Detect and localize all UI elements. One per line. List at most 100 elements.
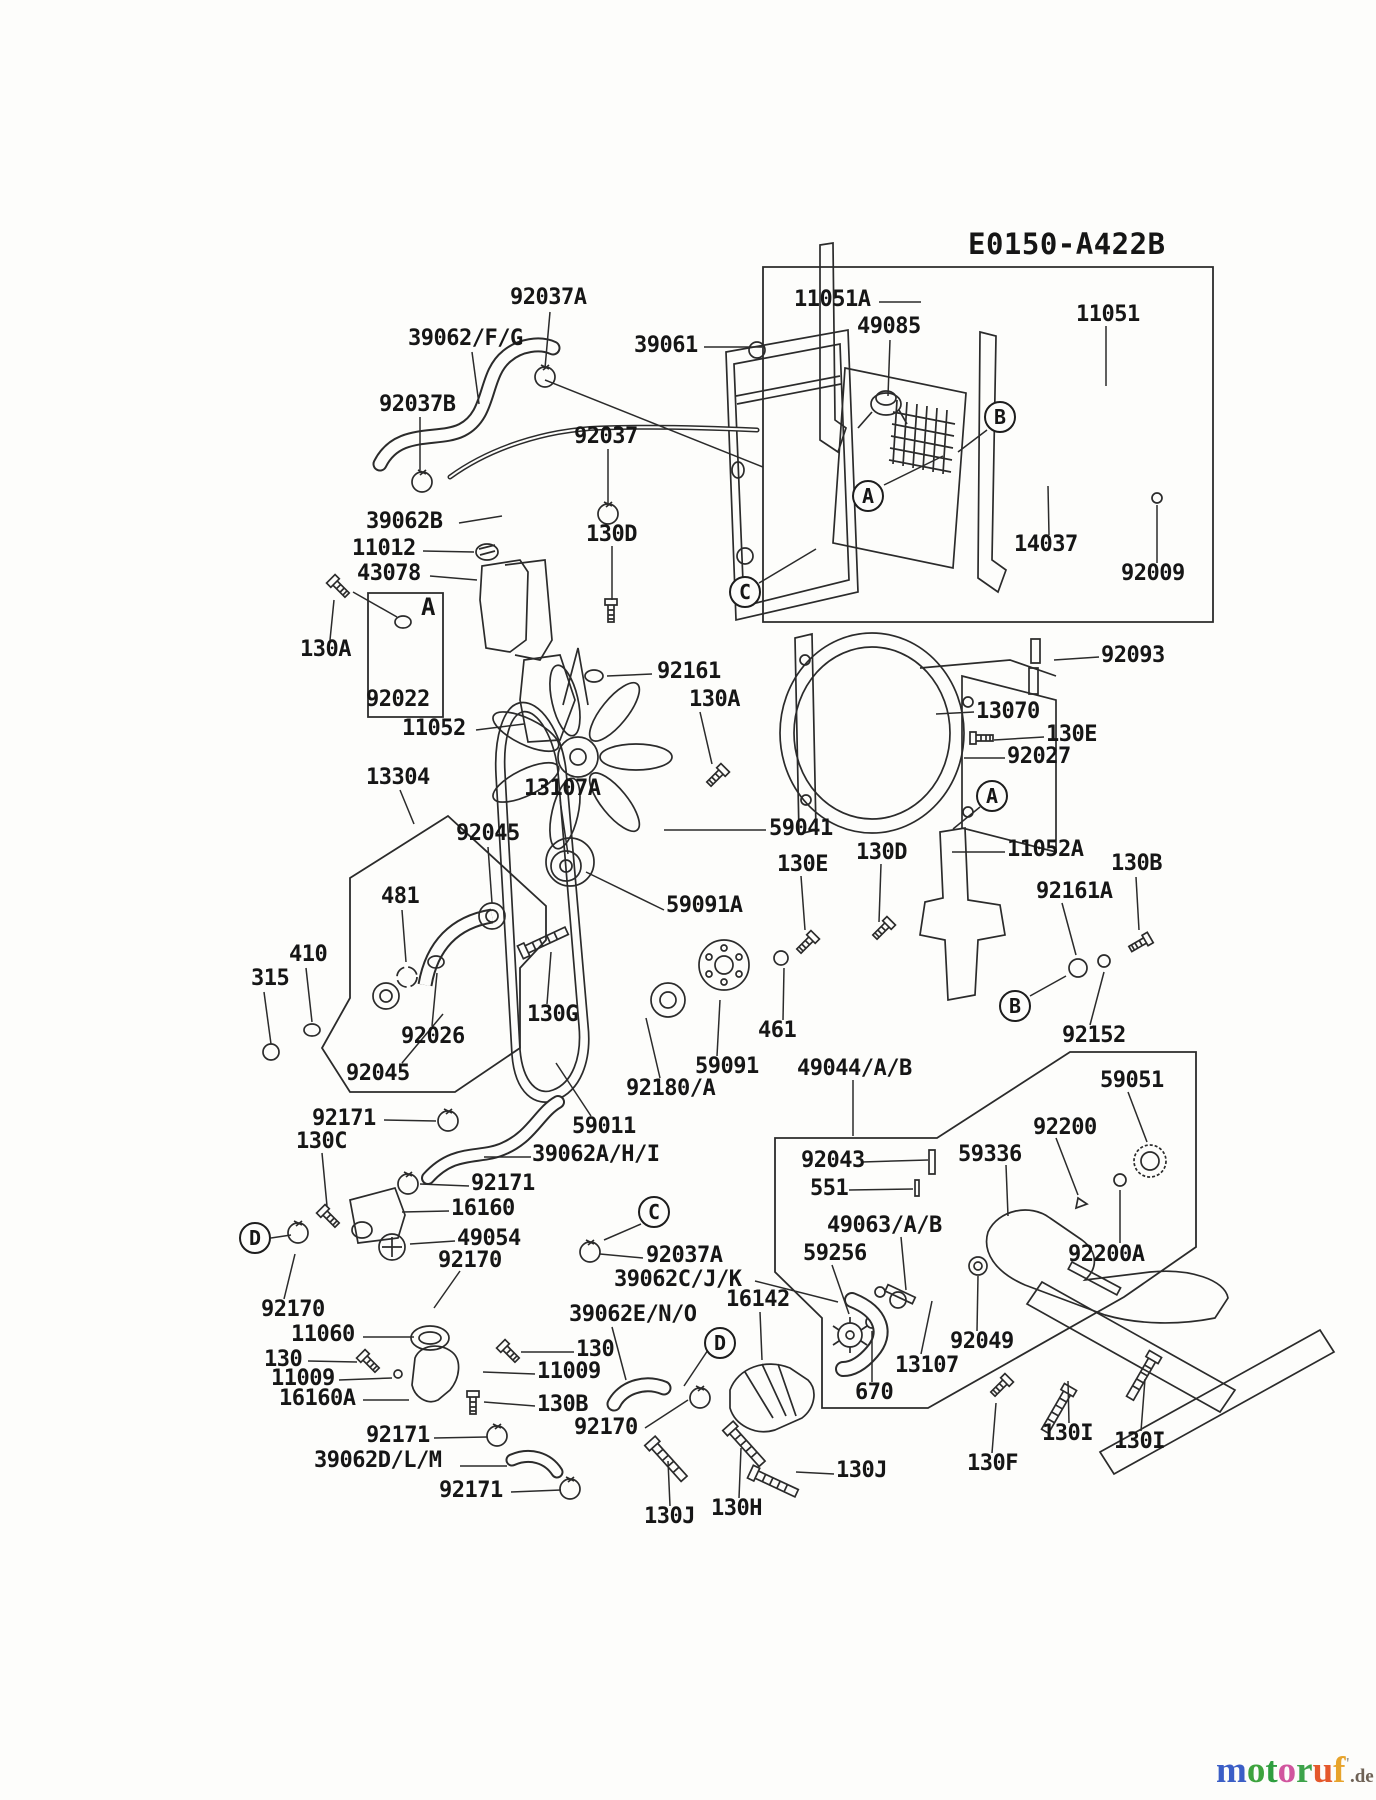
leader-lines bbox=[264, 302, 1157, 1506]
part-label-11060-54: 11060 bbox=[291, 1322, 355, 1347]
part-label-11009-62: 11009 bbox=[537, 1359, 601, 1384]
leader-line bbox=[330, 600, 334, 640]
part-label-39062a-h-i-46: 39062A/H/I bbox=[532, 1142, 660, 1167]
part-label-13107a-27: 13107A bbox=[524, 776, 601, 801]
fan-shaft-assembly-box bbox=[322, 816, 546, 1092]
leader-line bbox=[430, 576, 477, 580]
leader-line bbox=[1054, 657, 1099, 660]
bracket-11052a-drawing bbox=[585, 670, 1110, 1000]
part-label-14037-17: 14037 bbox=[1014, 532, 1078, 557]
part-label-11051a-4: 11051A bbox=[794, 287, 871, 312]
part-label-39062-f-g-2: 39062/F/G bbox=[408, 326, 523, 351]
bracket-11051 bbox=[978, 332, 1006, 592]
watermark-letter: o bbox=[1277, 1750, 1297, 1791]
part-label-670-80: 670 bbox=[855, 1380, 894, 1405]
part-label-59091a-35: 59091A bbox=[666, 893, 743, 918]
part-label-130-61: 130 bbox=[576, 1337, 615, 1362]
watermark-letter: m bbox=[1216, 1750, 1247, 1791]
part-label-11052-16: 11052 bbox=[402, 716, 466, 741]
leader-line bbox=[410, 1241, 455, 1244]
part-label-39062c-j-k-66: 39062C/J/K bbox=[614, 1267, 742, 1292]
radiator-drawing bbox=[726, 243, 1162, 694]
part-label-92045-33: 92045 bbox=[346, 1061, 410, 1086]
leader-line bbox=[607, 674, 652, 676]
callout-circle-b-4: B bbox=[999, 990, 1031, 1022]
leader-line bbox=[384, 1120, 436, 1121]
leader-line bbox=[560, 800, 568, 854]
leader-line bbox=[339, 1378, 392, 1380]
radiator-assembly-box bbox=[763, 267, 1213, 622]
watermark-letter: r bbox=[1296, 1750, 1313, 1791]
callout-circle-c-5: C bbox=[638, 1196, 670, 1228]
leader-line bbox=[556, 1063, 591, 1116]
bracket-11051a bbox=[820, 243, 846, 452]
leader-line bbox=[646, 1018, 660, 1078]
reserve-tank-drawing bbox=[476, 544, 575, 742]
part-label-130b-63: 130B bbox=[537, 1392, 588, 1417]
leader-line bbox=[1141, 1379, 1145, 1431]
part-label-92026-32: 92026 bbox=[401, 1024, 465, 1049]
leader-line bbox=[511, 1490, 561, 1492]
leader-line bbox=[884, 456, 943, 485]
part-label-11009-56: 11009 bbox=[271, 1366, 335, 1391]
part-label-130g-34: 130G bbox=[527, 1002, 578, 1027]
leader-line bbox=[545, 312, 550, 368]
leader-line bbox=[306, 968, 312, 1022]
part-label-92027-22: 92027 bbox=[1007, 744, 1071, 769]
leader-line bbox=[353, 592, 397, 617]
callout-circle-a-0: A bbox=[852, 480, 884, 512]
sub-assembly-a-box bbox=[368, 593, 443, 717]
leader-line bbox=[402, 1014, 443, 1063]
leader-line bbox=[271, 1235, 291, 1238]
part-label-92037a-1: 92037A bbox=[510, 285, 587, 310]
leader-line bbox=[783, 968, 784, 1020]
leader-line bbox=[420, 1184, 469, 1186]
leader-line bbox=[472, 352, 479, 404]
part-label-130e-36: 130E bbox=[777, 852, 828, 877]
part-label-59051-85: 59051 bbox=[1100, 1068, 1164, 1093]
leader-line bbox=[586, 872, 664, 910]
part-label-130d-10: 130D bbox=[586, 522, 637, 547]
leader-line bbox=[612, 1327, 626, 1380]
leader-line bbox=[958, 430, 987, 452]
leader-line bbox=[402, 910, 406, 962]
leader-line bbox=[1068, 1381, 1069, 1423]
leader-line bbox=[645, 1400, 688, 1428]
part-label-92180-a-44: 92180/A bbox=[626, 1076, 716, 1101]
thermostat-drawing bbox=[350, 1188, 459, 1402]
leader-line bbox=[994, 737, 1044, 740]
part-label-11012-11: 11012 bbox=[352, 536, 416, 561]
leader-line bbox=[459, 516, 502, 523]
part-label-49044-a-b-75: 49044/A/B bbox=[797, 1056, 912, 1081]
part-label-481-29: 481 bbox=[381, 884, 420, 909]
leader-line bbox=[755, 1281, 838, 1302]
part-label-59091-43: 59091 bbox=[695, 1054, 759, 1079]
part-label-39062d-l-m-59: 39062D/L/M bbox=[314, 1448, 442, 1473]
part-label-92049-82: 92049 bbox=[950, 1329, 1014, 1354]
tensioner-drawing bbox=[987, 1145, 1334, 1474]
leader-line bbox=[476, 724, 524, 730]
part-label-410-30: 410 bbox=[289, 942, 328, 967]
part-label-92043-76: 92043 bbox=[801, 1148, 865, 1173]
leader-line bbox=[547, 952, 551, 1004]
leader-line bbox=[1136, 877, 1139, 930]
leader-line bbox=[483, 1372, 535, 1374]
part-label-39062b-9: 39062B bbox=[366, 509, 443, 534]
part-label-59256-79: 59256 bbox=[803, 1241, 867, 1266]
part-label-59011-45: 59011 bbox=[572, 1114, 636, 1139]
part-label-130d-37: 130D bbox=[856, 840, 907, 865]
leader-line bbox=[936, 712, 974, 714]
watermark-letter: o bbox=[1246, 1750, 1266, 1791]
plate-92180 bbox=[651, 983, 685, 1017]
callout-circle-c-2: C bbox=[729, 576, 761, 608]
part-label-130i-73: 130I bbox=[1042, 1421, 1093, 1446]
part-label-92161-23: 92161 bbox=[657, 659, 721, 684]
leader-line bbox=[488, 847, 492, 903]
leader-line bbox=[1062, 903, 1076, 955]
leader-line bbox=[1056, 1138, 1078, 1195]
part-label-92200-84: 92200 bbox=[1033, 1115, 1097, 1140]
part-label-130h-70: 130H bbox=[711, 1496, 762, 1521]
part-label-92170-53: 92170 bbox=[261, 1297, 325, 1322]
leader-line bbox=[1090, 972, 1104, 1025]
part-label-130e-21: 130E bbox=[1046, 722, 1097, 747]
